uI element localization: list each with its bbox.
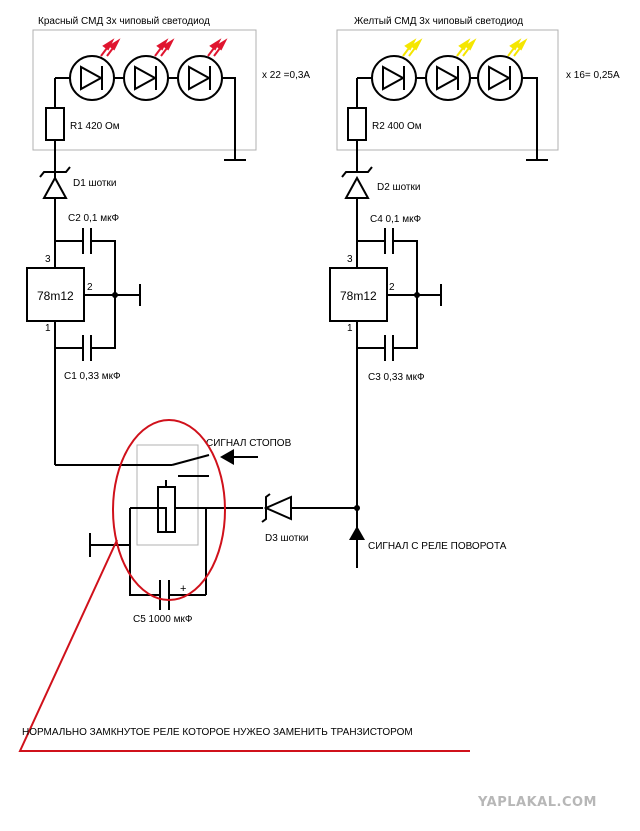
capacitor-c2 <box>55 228 116 295</box>
yellow-led-panel-border <box>336 29 559 151</box>
yellow-led-string <box>357 38 548 161</box>
resistor-r2 <box>347 107 367 141</box>
yellow-led-title: Желтый СМД 3х чиповый светодиод <box>354 16 523 27</box>
regulator-red-pin3: 3 <box>45 254 51 265</box>
regulator-red-pin1: 1 <box>45 323 51 334</box>
relay-note: НОРМАЛЬНО ЗАМКНУТОЕ РЕЛЕ КОТОРОЕ НУЖЕО З… <box>22 727 413 738</box>
turn-signal-label: СИГНАЛ С РЕЛЕ ПОВОРОТА <box>368 541 507 552</box>
red-led-2 <box>123 55 169 101</box>
capacitor-c4 <box>357 228 418 295</box>
regulator-yellow-label: 78m12 <box>340 289 377 303</box>
relay-body <box>136 444 199 546</box>
yellow-light-arrows <box>402 38 528 57</box>
capacitor-c3 <box>357 295 418 361</box>
capacitor-c5-plus: + <box>180 583 186 595</box>
diode-d3-label: D3 шотки <box>265 533 308 544</box>
relay <box>55 444 210 596</box>
capacitor-c2-label: C2 0,1 мкФ <box>68 213 119 224</box>
red-led-panel: Красный СМД 3х чиповый светодиод x 22 =0… <box>32 16 310 161</box>
diode-d1-label: D1 шотки <box>73 178 116 189</box>
regulator-yellow: 78m12 3 1 2 <box>329 254 442 334</box>
red-led-multiplier: x 22 =0,3А <box>262 70 310 81</box>
capacitor-c1-label: C1 0,33 мкФ <box>64 371 121 382</box>
resistor-r1 <box>45 107 65 141</box>
regulator-yellow-pin2: 2 <box>389 282 395 293</box>
diode-d2-label: D2 шотки <box>377 182 420 193</box>
regulator-red: 78m12 3 1 2 <box>26 254 141 334</box>
red-led-1 <box>69 55 115 101</box>
yellow-led-1 <box>371 55 417 101</box>
capacitor-c1 <box>55 295 116 361</box>
red-led-3 <box>177 55 223 101</box>
yellow-led-panel: Желтый СМД 3х чиповый светодиод x 16= 0,… <box>336 16 620 161</box>
red-led-title: Красный СМД 3х чиповый светодиод <box>38 16 210 27</box>
watermark: YAPLAKAL.COM <box>477 795 597 810</box>
diode-d1 <box>39 166 71 199</box>
relay-contact <box>171 454 210 466</box>
relay-highlight-ellipse <box>112 419 226 601</box>
diode-d3 <box>206 493 360 523</box>
yellow-led-2 <box>425 55 471 101</box>
capacitor-c3-label: C3 0,33 мкФ <box>368 372 425 383</box>
capacitor-c5-label: C5 1000 мкФ <box>133 614 193 625</box>
red-led-string <box>55 38 246 161</box>
resistor-r1-label: R1 420 Ом <box>70 121 120 132</box>
regulator-red-label: 78m12 <box>37 289 74 303</box>
diode-d2 <box>341 166 373 199</box>
regulator-yellow-pin1: 1 <box>347 323 353 334</box>
capacitor-c4-label: C4 0,1 мкФ <box>370 214 421 225</box>
stop-signal-label: СИГНАЛ СТОПОВ <box>206 438 292 449</box>
regulator-yellow-pin3: 3 <box>347 254 353 265</box>
regulator-red-pin2: 2 <box>87 282 93 293</box>
red-led-panel-border <box>32 29 257 151</box>
relay-callout-line <box>18 539 470 752</box>
resistor-r2-label: R2 400 Ом <box>372 121 422 132</box>
yellow-led-multiplier: x 16= 0,25А <box>566 70 620 81</box>
red-light-arrows <box>100 38 228 57</box>
yellow-led-3 <box>477 55 523 101</box>
